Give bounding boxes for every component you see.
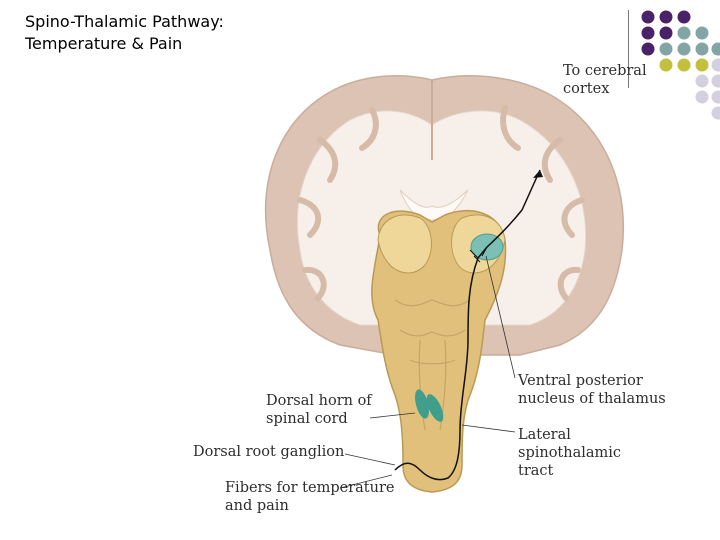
label-fibers-temperature-pain: Fibers for temperature and pain [225,479,394,515]
label-to-cerebral-cortex: To cerebral cortex [563,62,647,98]
label-dorsal-horn: Dorsal horn of spinal cord [266,392,372,428]
label-lateral-spinothalamic-tract: Lateral spinothalamic tract [518,426,621,480]
label-dorsal-root-ganglion: Dorsal root ganglion [193,443,344,461]
label-ventral-posterior-nucleus: Ventral posterior nucleus of thalamus [518,372,666,408]
